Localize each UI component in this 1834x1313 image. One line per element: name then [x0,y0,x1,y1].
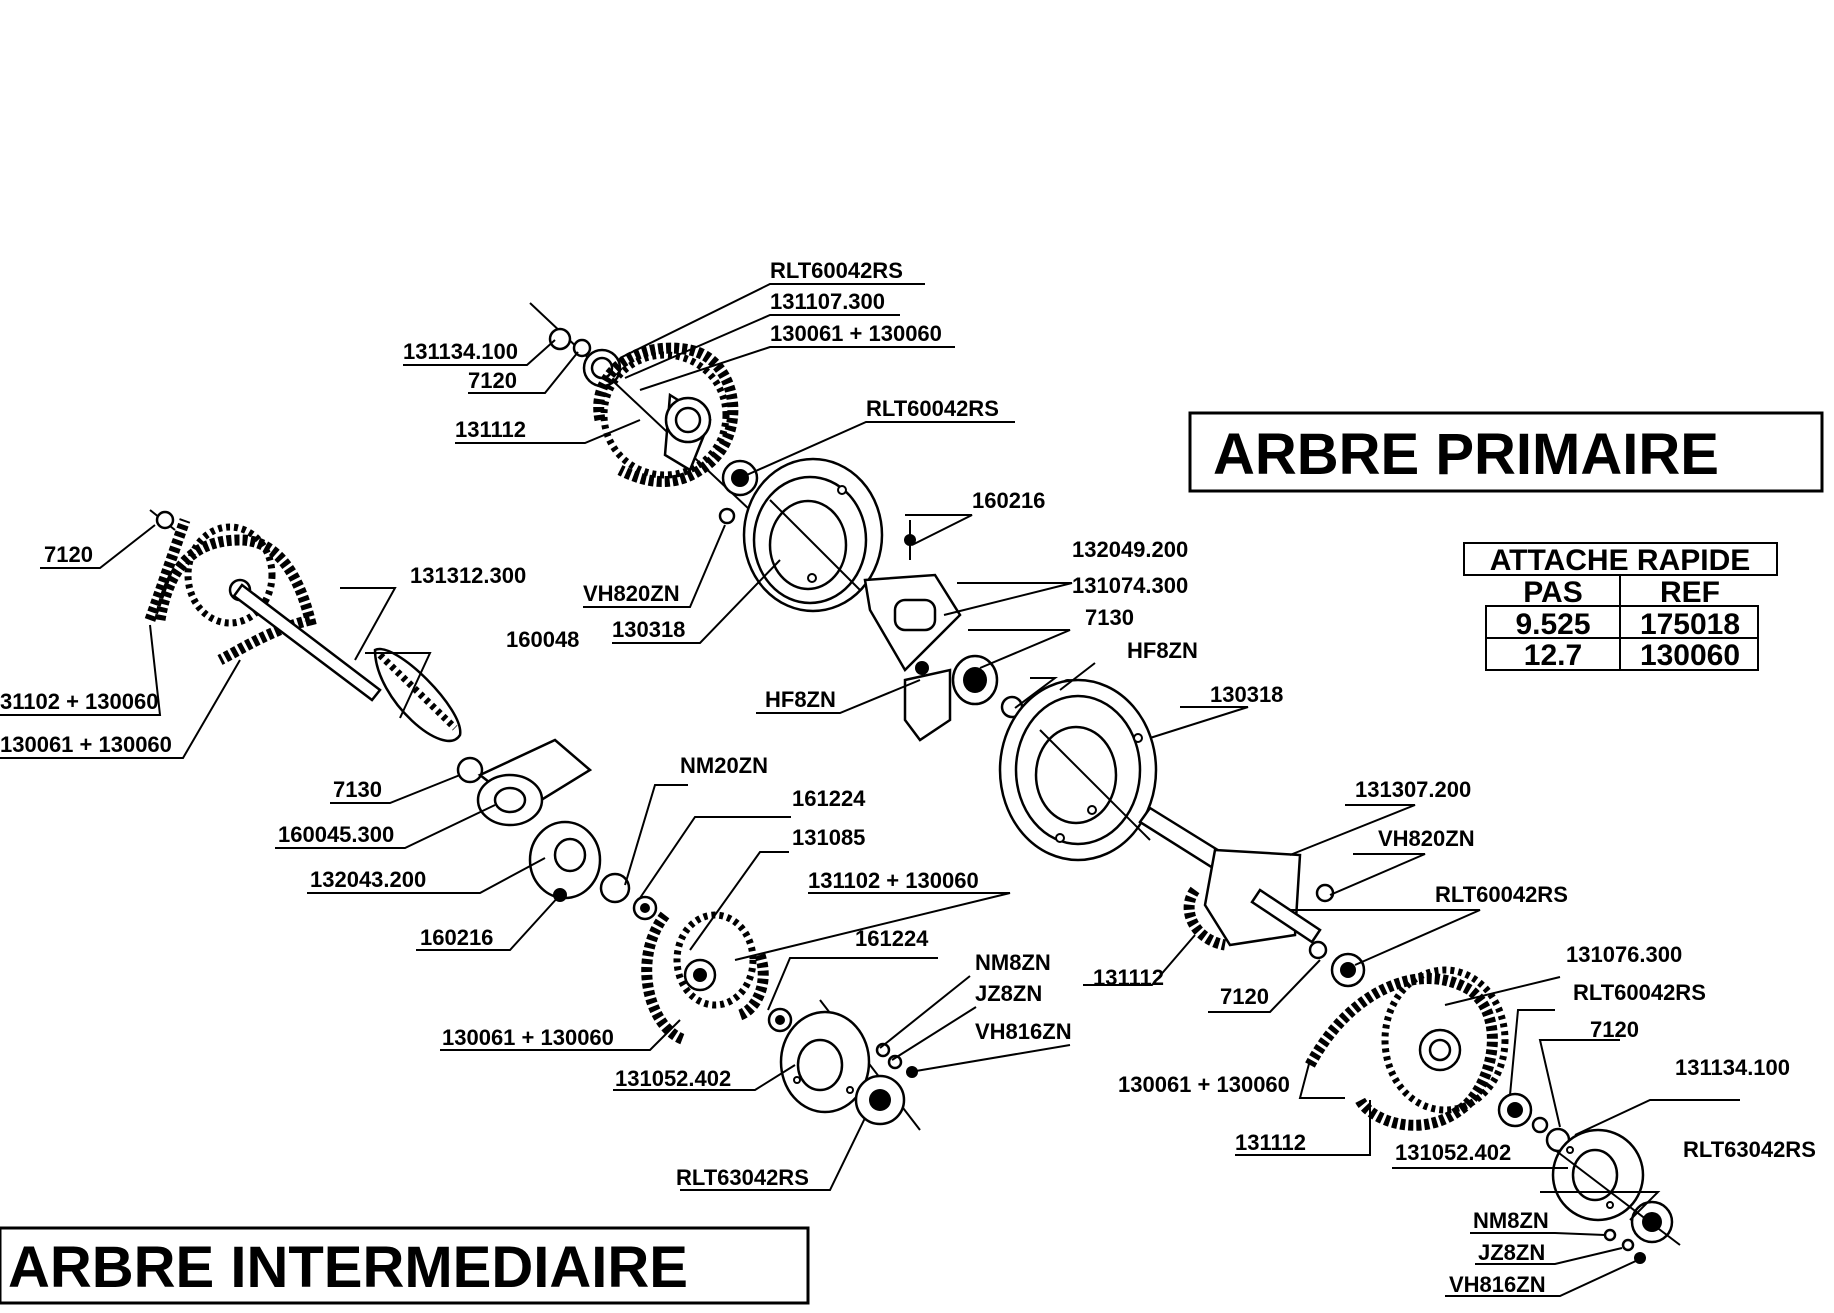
leader-lines [0,283,1740,1297]
part-label: 160048 [506,627,579,652]
part-label: 132043.200 [310,867,426,892]
part-label: RLT60042RS [866,396,999,421]
title-arbre-intermediaire: ARBRE INTERMEDIAIRE [0,1226,810,1305]
part-label: 161224 [855,926,929,951]
table-cell: 130060 [1640,639,1740,672]
part-label: 130061 + 130060 [442,1025,614,1050]
part-label: 7120 [44,542,93,567]
part-label: RLT63042RS [1683,1137,1816,1162]
flange-plate-lower [998,678,1158,862]
part-label: JZ8ZN [1478,1240,1545,1265]
title-arbre-intermediaire-text: ARBRE INTERMEDIAIRE [8,1235,688,1300]
intermediate-shaft [232,583,658,921]
part-label: 160216 [972,488,1045,513]
part-label: 131112 [1235,1130,1306,1155]
bracket-assembly [863,520,1075,742]
part-label: 132049.200 [1072,537,1188,562]
part-label: 130061 + 130060 [770,321,942,346]
part-label: JZ8ZN [975,981,1042,1006]
part-label: 131076.300 [1566,942,1682,967]
intermediate-end-flange [779,999,921,1131]
part-label: RLT60042RS [1573,980,1706,1005]
part-label: NM20ZN [680,753,768,778]
lower-right-sprocket [1305,966,1681,1264]
part-label: VH820ZN [1378,826,1475,851]
part-label: 160216 [420,925,493,950]
part-label: VH816ZN [975,1019,1072,1044]
title-arbre-primaire: ARBRE PRIMAIRE [1188,411,1824,493]
part-label: 131134.100 [1675,1055,1790,1080]
part-label: 161224 [792,786,866,811]
table-header-ref: REF [1660,576,1720,609]
part-label: 131107.300 [770,289,885,314]
intermediate-middle-sprocket [641,911,793,1046]
part-label: 131307.200 [1355,777,1471,802]
part-labels: RLT60042RS 131107.300 130061 + 130060 13… [0,258,1816,1297]
part-label: 131074.300 [1072,573,1188,598]
primary-shaft [1138,806,1366,988]
part-label: 7130 [1085,605,1134,630]
table-cell: 175018 [1640,608,1740,641]
part-label: 7130 [333,777,382,802]
part-label: 130318 [612,617,685,642]
part-label: 131112 [1093,965,1164,990]
part-label: NM8ZN [1473,1208,1549,1233]
part-label: 131112 [455,417,526,442]
part-label: 31102 + 130060 [0,689,158,714]
part-label: 130318 [1210,682,1283,707]
part-label: VH820ZN [583,581,680,606]
part-label: 131052.402 [1395,1140,1511,1165]
table-cell: 12.7 [1524,639,1582,672]
table-header-pas: PAS [1523,576,1582,609]
table-title: ATTACHE RAPIDE [1490,544,1751,577]
part-label: VH816ZN [1449,1272,1546,1297]
part-label: 131052.402 [615,1066,731,1091]
part-label: 131085 [792,825,865,850]
part-label: 131134.100 [403,339,518,364]
flange-plate-upper [742,457,884,613]
part-label: RLT60042RS [1435,882,1568,907]
part-label: 7120 [1590,1017,1639,1042]
part-label: 7120 [468,368,517,393]
part-label: HF8ZN [765,687,836,712]
part-label: 130061 + 130060 [1118,1072,1290,1097]
part-label: 130061 + 130060 [0,732,172,757]
attache-rapide-table: ATTACHE RAPIDE PAS REF 9.525 175018 12.7… [1463,542,1778,672]
part-label: 131102 + 130060 [808,868,979,893]
part-label: 7120 [1220,984,1269,1009]
part-label: NM8ZN [975,950,1051,975]
part-label: 160045.300 [278,822,394,847]
part-label: RLT60042RS [770,258,903,283]
table-cell: 9.525 [1515,608,1590,641]
part-label: 131312.300 [410,563,526,588]
part-label: RLT63042RS [676,1165,809,1190]
intermediate-left-sprocket [144,509,317,665]
title-arbre-primaire-text: ARBRE PRIMAIRE [1213,422,1719,487]
part-label: HF8ZN [1127,638,1198,663]
